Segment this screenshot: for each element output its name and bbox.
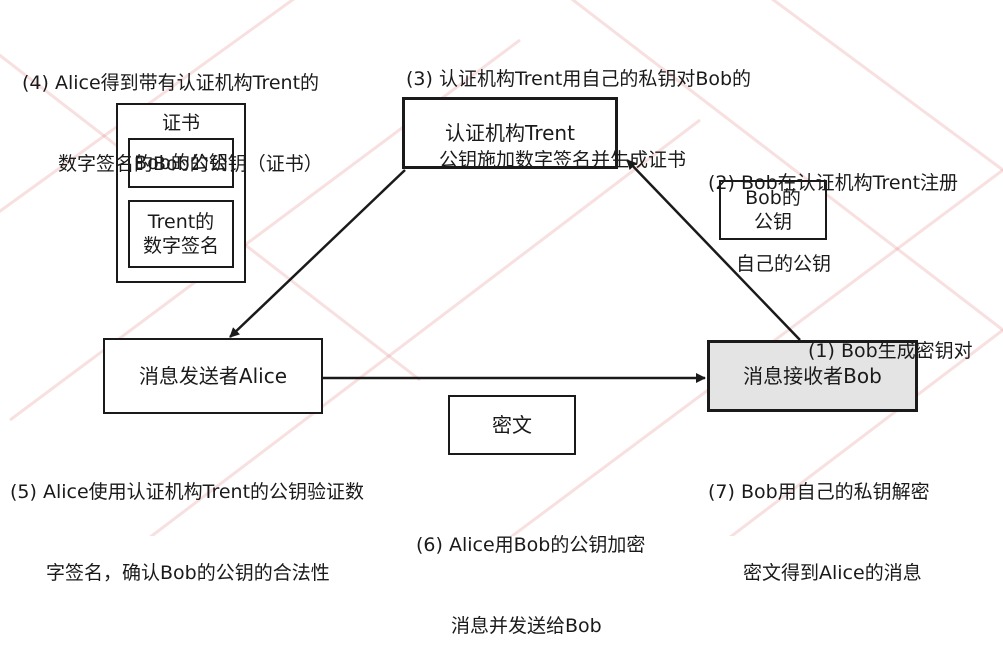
certificate-public-key: Bob的公钥 xyxy=(128,138,234,188)
arrow-bob-to-trent xyxy=(626,159,801,341)
step7-caption: (7) Bob用自己的私钥解密 密文得到Alice的消息 xyxy=(708,481,930,584)
step2-caption: (2) Bob在认证机构Trent注册 自己的公钥 xyxy=(708,172,959,275)
step3-caption: (3) 认证机构Trent用自己的私钥对Bob的 公钥施加数字签名并生成证书 xyxy=(406,68,752,171)
certificate-box: 证书 Bob的公钥 Trent的数字签名 xyxy=(116,103,246,283)
step6-caption: (6) Alice用Bob的公钥加密 消息并发送给Bob xyxy=(416,534,646,637)
step5-caption: (5) Alice使用认证机构Trent的公钥验证数 字签名，确认Bob的公钥的… xyxy=(10,481,365,584)
certificate-title: 证书 xyxy=(161,112,200,134)
step4-caption: (4) Alice得到带有认证机构Trent的 数字签名的Bob的公钥（证书） xyxy=(22,72,323,175)
arrow-trent-to-alice xyxy=(229,169,406,338)
step1-caption: (1) Bob生成密钥对 xyxy=(808,340,973,362)
arrows xyxy=(229,159,801,383)
node-bob: 消息接收者Bob xyxy=(707,340,918,412)
node-alice: 消息发送者Alice xyxy=(103,338,323,414)
certificate-signature: Trent的数字签名 xyxy=(128,200,234,268)
node-trent: 认证机构Trent xyxy=(402,97,618,169)
bob-public-key-box: Bob的公钥 xyxy=(719,180,827,240)
ciphertext-box: 密文 xyxy=(448,395,576,455)
